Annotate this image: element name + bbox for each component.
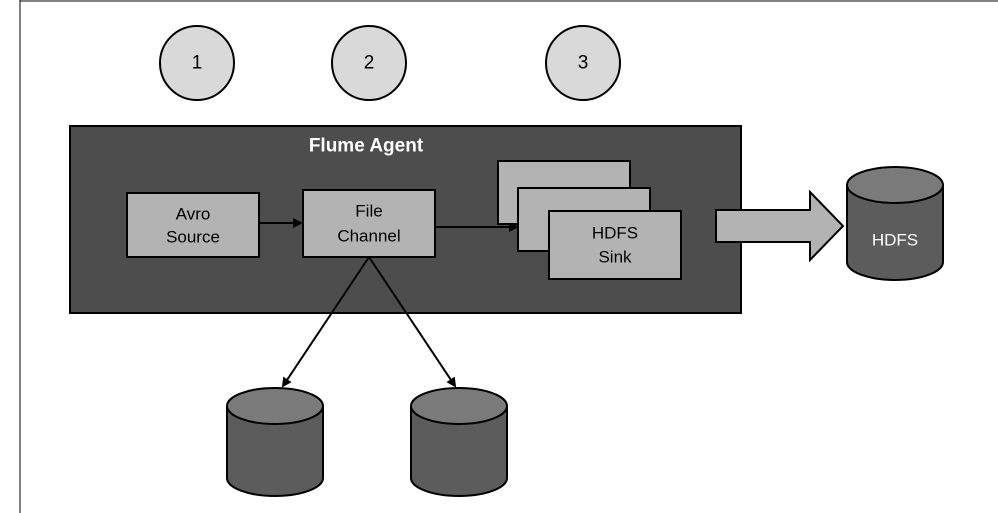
file-channel-label-line1: File: [355, 202, 382, 221]
hdfs-sink-label-line1: HDFS: [592, 224, 638, 243]
step-circle-1: 1: [159, 25, 235, 101]
avro-source-label-line2: Source: [166, 228, 220, 247]
hdfs-sink-stack: HDFS Sink: [497, 160, 682, 280]
step-circle-2: 2: [331, 25, 407, 101]
hdfs-sink-front-box: [548, 210, 682, 280]
file-channel-box: File Channel: [302, 189, 436, 258]
disk-cylinder-2: [410, 387, 508, 497]
step-label-2: 2: [364, 53, 375, 74]
flume-agent-title: Flume Agent: [309, 136, 424, 157]
step-circle-3: 3: [545, 25, 621, 101]
channel-to-disk-1-arrow: [281, 256, 370, 388]
to-hdfs-block-arrow: [715, 189, 845, 263]
hdfs-cylinder: HDFS: [846, 166, 944, 281]
avro-source-label-line1: Avro: [176, 205, 211, 224]
hdfs-label: HDFS: [872, 231, 918, 250]
avro-source-box: Avro Source: [126, 192, 260, 258]
step-label-1: 1: [192, 53, 203, 74]
step-label-3: 3: [578, 53, 589, 74]
disk-cylinder-1: [226, 387, 324, 497]
channel-to-disk-2-arrow: [368, 256, 457, 388]
hdfs-sink-label-line2: Sink: [598, 248, 632, 267]
file-channel-label-line2: Channel: [337, 227, 400, 246]
